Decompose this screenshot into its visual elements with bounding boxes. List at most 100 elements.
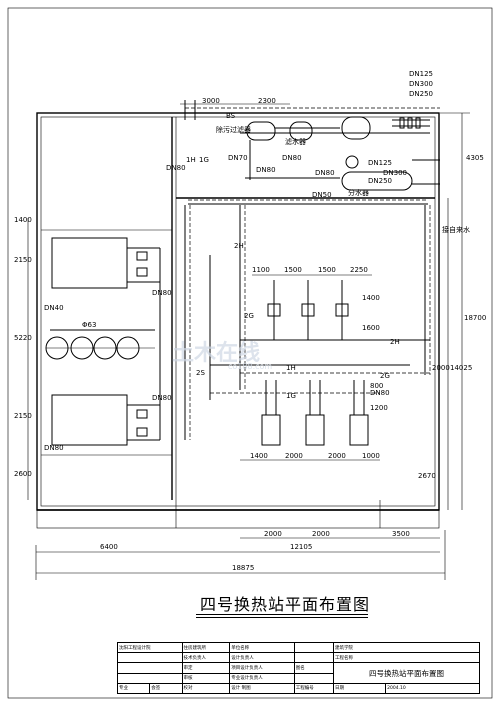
valve-1 (399, 117, 405, 129)
dim-18700: 18700 (464, 314, 486, 322)
inner-wall (40, 116, 436, 507)
label-dn250: DN250 (409, 90, 433, 98)
dim-2000b: 2000 (328, 452, 346, 460)
title-underline (196, 614, 368, 618)
label-dn80-c: DN80 (315, 169, 335, 177)
dim-2250: 2250 (350, 266, 368, 274)
dim-4305: 4305 (466, 154, 484, 162)
label-dn80-b: DN80 (282, 154, 302, 162)
porch (36, 509, 440, 529)
tb-project-lead: 项目设计负责人 (229, 662, 295, 674)
pump-unit-3 (335, 280, 349, 340)
label-dn40: DN40 (44, 304, 64, 312)
dim-1600: 1600 (362, 324, 380, 332)
label-dn50: DN50 (312, 191, 332, 199)
tb-approve: 审定 (181, 662, 231, 674)
heat-exchanger-2 (305, 414, 325, 446)
dim-2000-right: 2000 (432, 364, 450, 372)
label-dn80-a: DN80 (256, 166, 276, 174)
distributor-top (341, 116, 371, 140)
valve-box-3 (136, 409, 148, 419)
valve-box-2 (136, 267, 148, 277)
dim-800: 800 (370, 382, 383, 390)
dim-1500b: 1500 (318, 266, 336, 274)
tb-unit-value (293, 641, 335, 654)
label-2g-a: 2G (244, 312, 254, 320)
label-dn80-d: DN80 (152, 289, 172, 297)
label-1g: 1G (199, 156, 209, 164)
tb-project-no: 工程编号 (293, 682, 335, 695)
sheet-frame (7, 7, 493, 699)
tb-designer: 设计 制图 (229, 682, 295, 695)
tb-project-name: 工程名称 (333, 652, 480, 664)
filter-tank-1 (246, 121, 276, 141)
watermark-url: co188.com (228, 362, 273, 371)
tb-review: 审核 (181, 672, 231, 684)
label-phi63: Φ63 (82, 321, 96, 329)
dim-3000: 3000 (202, 97, 220, 105)
tb-blank-4 (117, 672, 183, 684)
drawing-title: 四号换热站平面布置图 (200, 595, 371, 614)
tb-design-lead: 设计负责人 (229, 652, 295, 664)
tb-check: 校对 (181, 682, 231, 695)
pump-unit-1 (267, 280, 281, 340)
dim-2150b: 2150 (14, 412, 32, 420)
dim-2670: 2670 (418, 472, 436, 480)
dim-2150-left: 2150 (14, 256, 32, 264)
tb-tech-lead: 技术负责人 (181, 652, 231, 664)
heat-exchanger-1 (261, 414, 281, 446)
dim-2300: 2300 (258, 97, 276, 105)
label-1h: 1H (186, 156, 196, 164)
tb-date: 2004.10 (385, 682, 480, 695)
tb-blank-5 (293, 672, 335, 684)
tb-dept: 住房建筑所 (181, 641, 231, 654)
dim-3500: 3500 (392, 530, 410, 538)
tb-discipline-lead: 专业设计负责人 (229, 672, 295, 684)
tb-blank-1 (117, 652, 183, 664)
pump-top (345, 155, 359, 169)
tb-discipline: 专业 (116, 682, 151, 695)
valve-box-1 (136, 251, 148, 261)
watermark: 土木在线 (172, 341, 261, 366)
dim-1400-bot: 1400 (250, 452, 268, 460)
tb-unit: 单位名称 (229, 641, 295, 654)
dim-2000-low-a: 2000 (264, 530, 282, 538)
dim-18875: 18875 (232, 564, 254, 572)
dim-14025: 14025 (450, 364, 472, 372)
label-tank: 分水器 (348, 188, 369, 197)
tb-date-label: 日期 (333, 682, 387, 695)
tb-blank-3 (117, 662, 183, 674)
tb-drawing-name-label: 图名 (293, 662, 335, 674)
dim-1200: 1200 (370, 404, 388, 412)
label-dn-left: DN80 (166, 164, 186, 172)
label-plate-filter: 滤水器 (285, 137, 306, 146)
label-dn80-e: DN80 (152, 394, 172, 402)
label-1g-b: 1G (286, 392, 296, 400)
label-dn250-b: DN250 (368, 177, 392, 185)
dim-2000a: 2000 (285, 452, 303, 460)
dim-1500a: 1500 (284, 266, 302, 274)
dim-2000-low-b: 2000 (312, 530, 330, 538)
valve-2 (407, 117, 413, 129)
label-dn125: DN125 (409, 70, 433, 78)
tb-countersign: 会签 (149, 682, 183, 695)
dim-6400: 6400 (100, 543, 118, 551)
dim-1400-left: 1400 (14, 216, 32, 224)
label-dn300-b: DN300 (383, 169, 407, 177)
valve-3 (415, 117, 421, 129)
tb-blank-2 (293, 652, 335, 664)
label-dn80-g: DN80 (370, 389, 390, 397)
dim-1400-mid: 1400 (362, 294, 380, 302)
label-1h-b: 1H (286, 364, 296, 372)
dim-12105: 12105 (290, 543, 312, 551)
cabinet-lower (51, 394, 128, 446)
distributor-bottom (341, 171, 413, 191)
label-2g-b: 2G (380, 372, 390, 380)
label-decontam: 除污过滤器 (216, 125, 251, 134)
filter-tank-2 (289, 121, 313, 141)
valve-box-4 (136, 427, 148, 437)
label-bs: BS (226, 112, 236, 120)
tb-client: 建筑学院 (333, 641, 480, 654)
